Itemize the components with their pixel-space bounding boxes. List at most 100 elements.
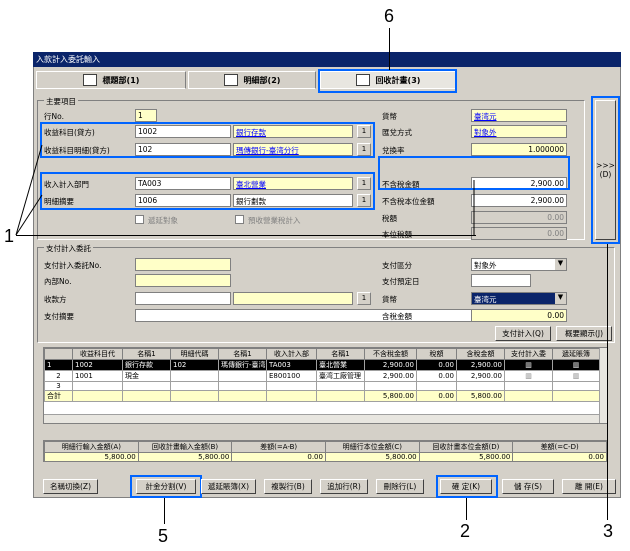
- pretax-local-label: 不含稅本位金額: [382, 197, 435, 206]
- row-no-field[interactable]: 1: [135, 109, 157, 122]
- grid-header: 遞延賬簿: [552, 348, 600, 360]
- grid-header-no: [44, 348, 73, 360]
- defer-checkbox[interactable]: [135, 215, 144, 224]
- book-icon: [82, 74, 97, 86]
- cell[interactable]: 銀行存款: [122, 359, 171, 371]
- checkbox-cell[interactable]: ▥: [552, 359, 600, 371]
- cell[interactable]: 102: [170, 359, 219, 371]
- payee-code-field[interactable]: [135, 292, 231, 305]
- cell[interactable]: [552, 381, 600, 391]
- cell[interactable]: [456, 381, 505, 391]
- income-detail-code[interactable]: 102: [135, 143, 231, 156]
- checkbox-cell[interactable]: ▥: [504, 370, 553, 382]
- payment-date-label: 支付預定日: [382, 277, 420, 286]
- cell[interactable]: [122, 381, 171, 391]
- currency-label: 貨幣: [382, 112, 397, 121]
- internal-no-label: 內部No.: [44, 277, 72, 286]
- summary-value: 5,800.00: [137, 452, 233, 462]
- grid-header: 名稱1: [122, 348, 171, 360]
- pretax-local-field[interactable]: 2,900.00: [471, 194, 567, 207]
- callout-5: 5: [158, 526, 169, 546]
- cell[interactable]: 1002: [72, 359, 123, 371]
- summary-value: 0.00: [231, 452, 326, 462]
- total-pretax: 5,800.00: [364, 390, 417, 402]
- chevron-down-icon: ▼: [555, 293, 566, 304]
- cell[interactable]: 瑪傳銀行-臺湾: [218, 359, 267, 371]
- grid-horizontal-scrollbar[interactable]: [44, 414, 599, 423]
- total-label: 合計: [44, 390, 73, 402]
- copy-row-button[interactable]: 複製行(B): [264, 479, 312, 494]
- cell[interactable]: [170, 381, 219, 391]
- cell[interactable]: 2,900.00: [456, 370, 505, 382]
- summary-header: 差額(=C-D): [512, 441, 607, 453]
- cell[interactable]: [170, 370, 219, 382]
- internal-no-field[interactable]: [135, 274, 231, 287]
- pay-entry-button[interactable]: 支付計入(Q): [495, 326, 551, 341]
- expand-button-key: (D): [599, 170, 612, 179]
- grid-header: 收入計入部: [266, 348, 317, 360]
- cell[interactable]: 2,900.00: [364, 359, 417, 371]
- cell[interactable]: 0.00: [416, 359, 457, 371]
- cell[interactable]: [218, 381, 267, 391]
- main-section-title: 主要項目: [44, 96, 78, 107]
- close-button[interactable]: 離 開(E): [562, 479, 616, 494]
- cell[interactable]: 0.00: [416, 370, 457, 382]
- name-switch-button[interactable]: 名稱切換(Z): [43, 479, 98, 494]
- grid-vertical-scrollbar[interactable]: [599, 348, 608, 423]
- payment-no-field[interactable]: [135, 258, 231, 271]
- cell[interactable]: 1001: [72, 370, 123, 382]
- table-row[interactable]: 2 1001 現金 E800100 臺湾工廠管理 2,900.00 0.00 2…: [44, 370, 600, 382]
- table-row[interactable]: 3: [44, 381, 600, 391]
- cell[interactable]: [364, 381, 417, 391]
- cell[interactable]: [72, 381, 123, 391]
- checkbox-cell[interactable]: ▥: [504, 359, 553, 371]
- cell[interactable]: TA003: [266, 359, 317, 371]
- income-detail-lookup-button[interactable]: 1: [357, 143, 371, 156]
- payment-currency-select[interactable]: 臺湾元▼: [471, 292, 567, 305]
- cell[interactable]: [218, 370, 267, 382]
- document-icon: [223, 74, 238, 86]
- defer-button[interactable]: 遞延賬簿(X): [201, 479, 256, 494]
- payment-type-select[interactable]: 對象外▼: [471, 258, 567, 271]
- delete-row-button[interactable]: 刪除行(L): [376, 479, 424, 494]
- summary-header: 明細行本位金額(C): [324, 441, 420, 453]
- income-subject-lookup-button[interactable]: 1: [357, 125, 371, 138]
- checkbox-cell[interactable]: ▥: [552, 370, 600, 382]
- tab-detail[interactable]: 明細部(2): [188, 71, 316, 89]
- tab-header[interactable]: 標題部(1): [36, 71, 186, 89]
- cell[interactable]: [316, 381, 365, 391]
- income-subject-code[interactable]: 1002: [135, 125, 231, 138]
- confirm-button[interactable]: 確 定(K): [440, 479, 492, 494]
- cell[interactable]: 2,900.00: [456, 359, 505, 371]
- dept-code[interactable]: TA003: [135, 177, 231, 190]
- summary-code[interactable]: 1006: [135, 194, 231, 207]
- cell[interactable]: 現金: [122, 370, 171, 382]
- income-detail-name: 瑪傳銀行-臺湾分行: [233, 143, 353, 156]
- row-no: 1: [44, 359, 73, 371]
- prepay-label: 預收營業稅計入: [248, 216, 301, 225]
- expand-button[interactable]: >>> (D): [595, 100, 616, 240]
- summary-value: 5,800.00: [44, 452, 139, 462]
- cell[interactable]: [504, 381, 553, 391]
- cell[interactable]: E800100: [266, 370, 317, 382]
- payee-lookup-button[interactable]: 1: [357, 292, 371, 305]
- summary-display-button[interactable]: 概要顯示(J): [556, 326, 612, 341]
- cell[interactable]: [266, 381, 317, 391]
- income-subject-label: 收益科目(貸方): [44, 128, 95, 137]
- payment-date-field[interactable]: [471, 274, 531, 287]
- summary-header: 明細行輸入金額(A): [44, 441, 139, 453]
- callout-1: 1: [4, 226, 15, 246]
- cell[interactable]: [416, 381, 457, 391]
- split-button[interactable]: 計金分割(V): [136, 479, 196, 494]
- cell[interactable]: 臺北營業: [316, 359, 365, 371]
- tab-header-label: 標題部(1): [102, 75, 140, 85]
- prepay-checkbox[interactable]: [235, 215, 244, 224]
- cell[interactable]: 2,900.00: [364, 370, 417, 382]
- dept-lookup-button[interactable]: 1: [357, 177, 371, 190]
- add-row-button[interactable]: 追加行(R): [320, 479, 368, 494]
- save-button[interactable]: 儲 存(S): [502, 479, 554, 494]
- table-row[interactable]: 1 1002 銀行存款 102 瑪傳銀行-臺湾 TA003 臺北營業 2,900…: [44, 359, 600, 371]
- summary-lookup-button[interactable]: 1: [357, 194, 371, 207]
- cell[interactable]: 臺湾工廠管理: [316, 370, 365, 382]
- tab-collection-plan[interactable]: 回收計畫(3): [320, 71, 456, 89]
